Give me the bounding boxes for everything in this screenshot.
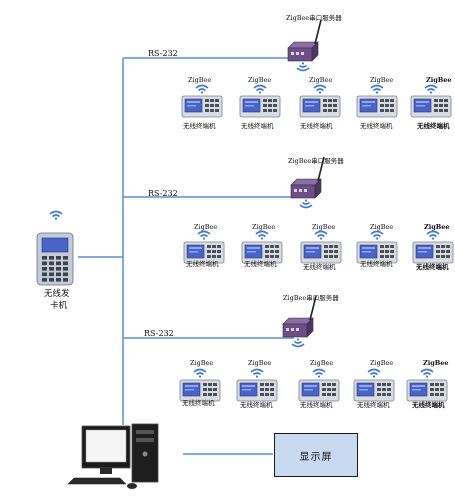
terminal-top-label: ZigBee xyxy=(426,76,452,84)
wireless-signal-icon xyxy=(426,230,440,241)
terminal-bottom-label: 无线终端机 xyxy=(241,122,274,130)
card-issuer-label: 卡机 xyxy=(50,301,68,311)
terminal-top-label: ZigBee xyxy=(370,76,394,84)
terminal-bottom-label: 无线终端机 xyxy=(300,122,333,130)
terminal-bottom-label: 无线终端机 xyxy=(300,401,333,409)
terminal-top-label: ZigBee xyxy=(309,76,333,84)
terminal-top-label: ZigBee xyxy=(194,223,218,231)
rs232-label-3: RS-232 xyxy=(144,329,174,338)
wireless-signal-icon xyxy=(314,230,328,241)
card-issuer-device xyxy=(36,232,74,286)
terminal-bottom-label: 无线终端机 xyxy=(186,260,219,268)
wireless-terminal xyxy=(300,241,342,264)
wireless-signal-icon xyxy=(49,210,63,221)
terminal-bottom-label: 无线终端机 xyxy=(412,401,445,409)
wireless-signal-icon xyxy=(370,230,384,241)
display-label: 显示屏 xyxy=(299,451,333,463)
terminal-top-label: ZigBee xyxy=(312,223,336,231)
terminal-top-label: ZigBee xyxy=(188,76,212,84)
terminal-bottom-label: 无线终端机 xyxy=(417,122,450,130)
wireless-signal-icon xyxy=(313,84,327,95)
wireless-signal-icon xyxy=(367,368,381,379)
terminal-top-label: ZigBee xyxy=(252,223,276,231)
devices xyxy=(36,19,454,489)
wireless-terminal xyxy=(298,379,340,402)
terminal-top-label: ZigBee xyxy=(248,76,272,84)
wireless-terminal xyxy=(299,95,341,118)
wireless-signal-icon xyxy=(197,230,211,241)
display-screen-box: 显示屏 xyxy=(274,433,358,477)
rs232-label-2: RS-232 xyxy=(148,189,178,198)
terminal-top-label: ZigBee xyxy=(248,359,272,367)
bus-lines xyxy=(78,57,303,455)
rs232-label-1: RS-232 xyxy=(148,49,178,58)
terminal-bottom-label: 无线终端机 xyxy=(360,260,393,268)
wireless-terminal xyxy=(181,95,223,118)
server-label-3: ZigBee串口服务器 xyxy=(283,294,339,302)
terminal-top-label: ZigBee xyxy=(423,359,449,367)
server-label-1: ZigBee串口服务器 xyxy=(286,14,342,22)
terminal-bottom-label: 无线终端机 xyxy=(182,399,215,407)
terminal-bottom-label: 无线终端机 xyxy=(357,401,390,409)
wireless-signal-icon xyxy=(312,368,326,379)
zigbee-serial-server xyxy=(282,295,317,338)
terminal-top-label: ZigBee xyxy=(190,359,214,367)
wireless-signal-icon xyxy=(195,84,209,95)
wireless-terminal xyxy=(410,95,452,118)
wireless-signal-icon xyxy=(424,84,438,95)
wireless-signal-icon xyxy=(255,230,269,241)
wireless-terminal xyxy=(356,95,398,118)
terminal-bottom-label: 无线终端机 xyxy=(183,122,216,130)
wireless-signal-icon xyxy=(291,337,305,348)
server-label-2: ZigBee串口服务器 xyxy=(288,157,344,165)
wireless-signal-icon xyxy=(296,61,310,72)
terminal-top-label: ZigBee xyxy=(310,359,334,367)
card-issuer-label: 无线发 xyxy=(44,289,70,299)
wireless-terminal xyxy=(406,379,448,402)
wireless-terminal xyxy=(236,379,278,402)
wireless-terminal xyxy=(353,379,395,402)
terminal-bottom-label: 无线终端机 xyxy=(360,122,393,130)
zigbee-serial-server xyxy=(287,19,322,62)
terminal-top-label: ZigBee xyxy=(424,223,450,231)
wireless-signal-icon xyxy=(253,84,267,95)
terminal-bottom-label: 无线终端机 xyxy=(416,263,449,271)
terminal-top-label: ZigBee xyxy=(370,359,394,367)
terminal-bottom-label: 无线终端机 xyxy=(240,401,273,409)
wireless-terminal xyxy=(179,379,221,402)
wireless-terminal xyxy=(412,241,454,264)
terminal-top-label: ZigBee xyxy=(370,223,394,231)
wireless-signal-icon xyxy=(193,368,207,379)
computer-icon xyxy=(67,423,159,489)
wireless-signal-icon xyxy=(370,84,384,95)
terminal-bottom-label: 无线终端机 xyxy=(303,263,336,271)
wireless-signal-icon xyxy=(250,368,264,379)
wireless-terminal xyxy=(239,95,281,118)
wireless-signal-icon xyxy=(299,198,313,209)
terminal-bottom-label: 无线终端机 xyxy=(244,260,277,268)
wireless-signal-icon xyxy=(420,368,434,379)
